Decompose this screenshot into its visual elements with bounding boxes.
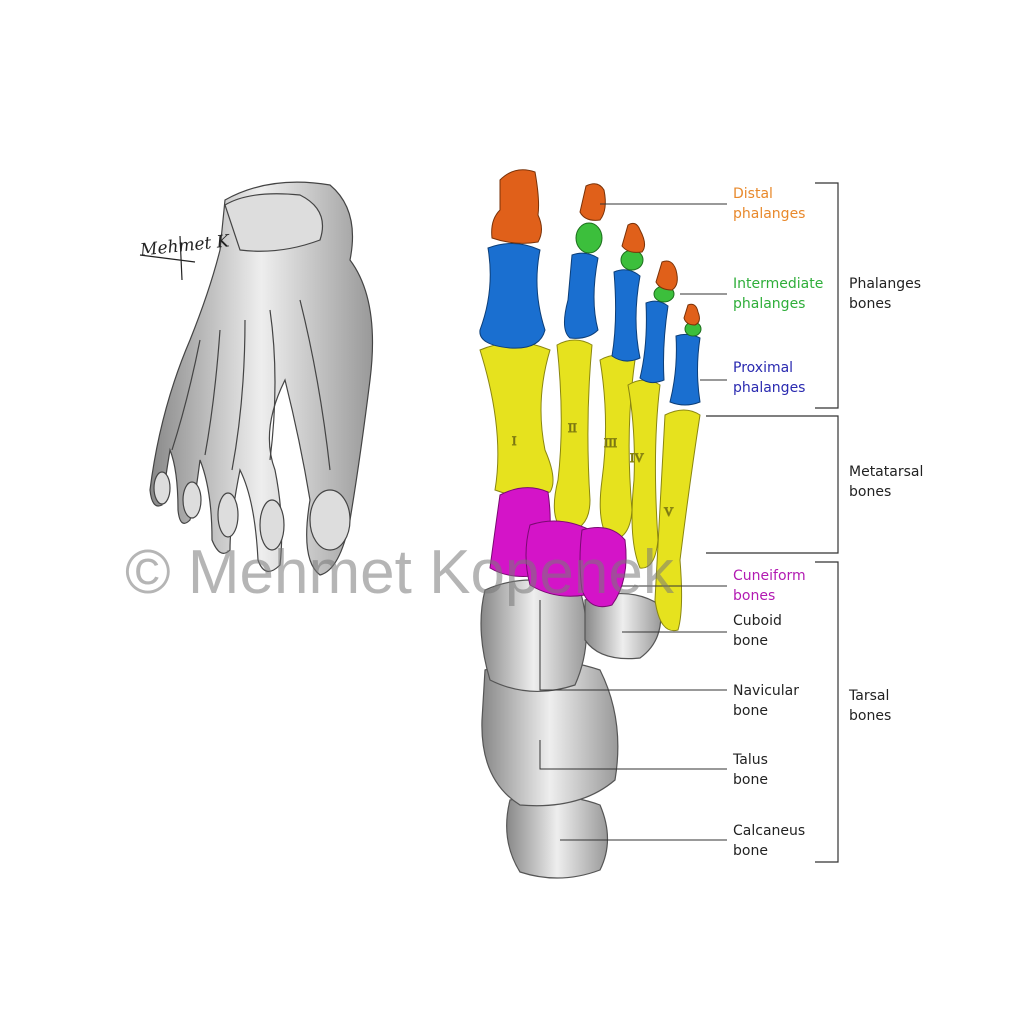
numeral-iv: IV xyxy=(630,450,644,465)
label-navicular-bone: Navicular bone xyxy=(733,681,799,721)
group-metatarsal-bones: Metatarsal bones xyxy=(849,462,923,502)
label-cuneiform-bones: Cuneiform bones xyxy=(733,566,806,606)
label-line: bones xyxy=(733,588,776,604)
signature-strokes xyxy=(139,235,196,281)
sketch-foot xyxy=(149,181,374,576)
label-line: phalanges xyxy=(733,380,806,396)
proximal-phalanges xyxy=(479,243,701,406)
numeral-v: V xyxy=(664,504,674,519)
label-line: Proximal xyxy=(733,360,794,376)
group-phalanges-bones: Phalanges bones xyxy=(849,274,921,314)
calcaneus-bone xyxy=(506,795,609,879)
label-cuboid-bone: Cuboid bone xyxy=(733,611,782,651)
label-line: Cuneiform xyxy=(733,568,806,584)
watermark: © Mehmet Kopenek xyxy=(125,538,674,607)
tarsal-bones xyxy=(480,579,662,879)
label-talus-bone: Talus bone xyxy=(733,750,768,790)
label-line: phalanges xyxy=(733,296,806,312)
label-line: bone xyxy=(733,843,768,859)
label-line: bone xyxy=(733,633,768,649)
group-tarsal-bones: Tarsal bones xyxy=(849,686,891,726)
label-calcaneus-bone: Calcaneus bone xyxy=(733,821,805,861)
label-line: bone xyxy=(733,703,768,719)
label-line: Navicular xyxy=(733,683,800,699)
numeral-iii: III xyxy=(604,435,617,450)
label-line: bone xyxy=(733,772,768,788)
cuneiform-bones xyxy=(489,487,627,608)
label-line: bones xyxy=(849,484,892,500)
label-line: Metatarsal xyxy=(849,464,924,480)
label-line: Cuboid xyxy=(733,613,782,629)
cuboid-bone xyxy=(584,592,662,660)
label-line: bones xyxy=(849,708,892,724)
label-proximal-phalanges: Proximal phalanges xyxy=(733,358,805,398)
label-line: Talus xyxy=(733,752,768,768)
group-brackets xyxy=(706,182,839,863)
label-line: Distal xyxy=(733,186,773,202)
label-line: Calcaneus xyxy=(733,823,806,839)
label-line: Phalanges xyxy=(849,276,922,292)
label-distal-phalanges: Distal phalanges xyxy=(733,184,805,224)
label-line: phalanges xyxy=(733,206,806,222)
numeral-i: I xyxy=(512,433,516,448)
numeral-ii: II xyxy=(568,420,577,435)
label-line: Intermediate xyxy=(733,276,824,292)
intermediate-phalanges xyxy=(575,222,702,337)
label-intermediate-phalanges: Intermediate phalanges xyxy=(733,274,823,314)
leader-lines xyxy=(539,203,727,841)
label-line: bones xyxy=(849,296,892,312)
distal-phalanges xyxy=(491,169,700,326)
label-line: Tarsal xyxy=(849,688,890,704)
